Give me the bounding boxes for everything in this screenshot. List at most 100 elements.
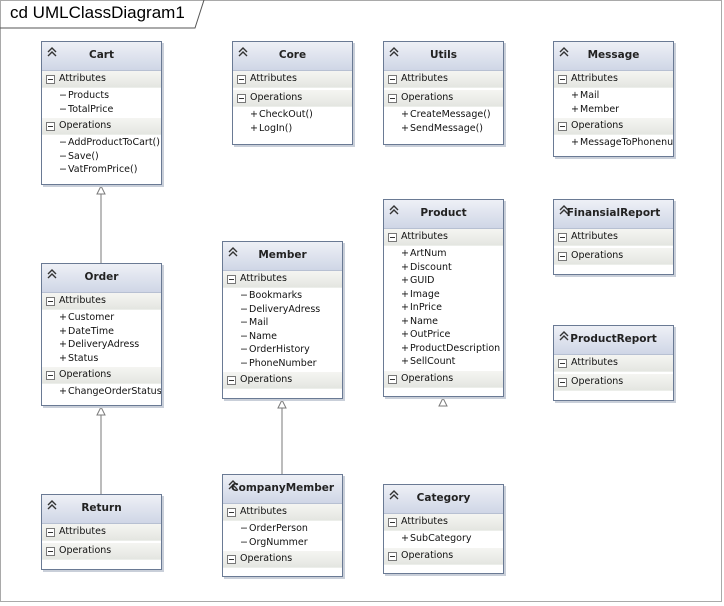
collapse-minus-icon[interactable] (46, 547, 55, 556)
collapse-minus-icon[interactable] (558, 122, 567, 131)
operations-section-header[interactable]: Operations (384, 90, 503, 107)
attribute-item: +SellCount (401, 356, 456, 367)
collapse-minus-icon[interactable] (237, 75, 246, 84)
collapse-chevron-icon[interactable] (388, 489, 400, 501)
collapse-minus-icon[interactable] (227, 275, 236, 284)
return-to-order-arrowhead (96, 405, 106, 416)
class-name: Core (278, 49, 307, 61)
order-to-cart-arrowhead (96, 184, 106, 195)
attributes-section-header[interactable]: Attributes (384, 229, 503, 246)
collapse-minus-icon[interactable] (388, 233, 397, 242)
collapse-minus-icon[interactable] (46, 371, 55, 380)
class-name: Cart (89, 49, 114, 61)
attributes-section-header[interactable]: Attributes (233, 71, 352, 88)
attributes-section-header[interactable]: Attributes (223, 504, 342, 521)
collapse-chevron-icon[interactable] (558, 204, 570, 216)
class-message[interactable]: Message Attributes +Mail +Member Operati… (553, 41, 674, 157)
class-header: Message (554, 42, 673, 71)
collapse-minus-icon[interactable] (388, 518, 397, 527)
attribute-item: −PhoneNumber (240, 357, 317, 369)
operations-section-header[interactable]: Operations (42, 367, 161, 384)
class-return[interactable]: Return Attributes Operations (41, 494, 162, 570)
class-core[interactable]: Core Attributes Operations +CheckOut() +… (232, 41, 353, 145)
operations-section-header[interactable]: Operations (554, 248, 673, 265)
collapse-chevron-icon[interactable] (227, 479, 239, 491)
collapse-chevron-icon[interactable] (388, 46, 400, 58)
attributes-section-header[interactable]: Attributes (384, 514, 503, 531)
collapse-minus-icon[interactable] (227, 508, 236, 517)
class-name: Utils (430, 49, 457, 61)
collapse-chevron-icon[interactable] (46, 46, 58, 58)
operations-section-header[interactable]: Operations (42, 118, 161, 135)
attributes-section-header[interactable]: Attributes (384, 71, 503, 88)
collapse-chevron-icon[interactable] (558, 46, 570, 58)
attribute-item: +Status (59, 352, 99, 364)
class-name: Member (258, 249, 307, 261)
operations-section-header[interactable]: Operations (233, 90, 352, 107)
attributes-section-header[interactable]: Attributes (223, 271, 342, 288)
attribute-item: −Products (59, 90, 110, 101)
operation-item: +SendMessage() (401, 122, 483, 134)
attribute-list: +Customer +DateTime +DeliveryAdress +Sta… (42, 310, 161, 367)
operations-section-header[interactable]: Operations (554, 118, 673, 135)
collapse-minus-icon[interactable] (558, 252, 567, 261)
attribute-item: −DeliveryAdress (240, 303, 321, 315)
class-header: Return (42, 495, 161, 524)
collapse-minus-icon[interactable] (46, 122, 55, 131)
collapse-minus-icon[interactable] (558, 359, 567, 368)
attributes-section-header[interactable]: Attributes (42, 71, 161, 88)
collapse-minus-icon[interactable] (227, 555, 236, 564)
attributes-section-header[interactable]: Attributes (42, 524, 161, 541)
operations-section-header[interactable]: Operations (554, 374, 673, 391)
operations-section-header[interactable]: Operations (384, 547, 503, 565)
operations-section-header[interactable]: Operations (223, 551, 342, 568)
collapse-minus-icon[interactable] (388, 374, 397, 384)
collapse-minus-icon[interactable] (558, 75, 567, 84)
class-name: FinansialReport (566, 207, 661, 219)
attributes-section-header[interactable]: Attributes (554, 355, 673, 372)
class-member[interactable]: Member Attributes −Bookmarks −DeliveryAd… (222, 241, 343, 399)
class-order[interactable]: Order Attributes +Customer +DateTime +De… (41, 263, 162, 406)
collapse-minus-icon[interactable] (227, 376, 236, 385)
operations-section-header[interactable]: Operations (384, 370, 503, 388)
attribute-list: −OrderPerson −OrgNummer (223, 521, 342, 551)
class-header: ProductReport (554, 326, 673, 355)
attributes-section-header[interactable]: Attributes (554, 229, 673, 246)
operations-section-header[interactable]: Operations (223, 372, 342, 389)
class-financial-report[interactable]: FinansialReport Attributes Operations (553, 199, 674, 275)
collapse-minus-icon[interactable] (46, 528, 55, 537)
class-company-member[interactable]: CompanyMember Attributes −OrderPerson −O… (222, 474, 343, 577)
class-utils[interactable]: Utils Attributes Operations +CreateMessa… (383, 41, 504, 145)
attributes-section-header[interactable]: Attributes (42, 293, 161, 310)
attribute-item: −Name (240, 330, 278, 342)
class-product[interactable]: Product Attributes +ArtNum +Discount +GU… (383, 199, 504, 397)
class-name: Return (81, 502, 122, 514)
class-cart[interactable]: Cart Attributes −Products −TotalPrice Op… (41, 41, 162, 185)
collapse-minus-icon[interactable] (388, 94, 397, 103)
collapse-chevron-icon[interactable] (237, 46, 249, 58)
attribute-item: +Member (571, 103, 620, 115)
class-product-report[interactable]: ProductReport Attributes Operations (553, 325, 674, 401)
operation-list: −AddProductToCart() −Save() −VatFromPric… (42, 135, 161, 179)
operations-section-header[interactable]: Operations (42, 543, 161, 560)
class-category[interactable]: Category Attributes +SubCategory Operati… (383, 484, 504, 574)
attribute-item: +Mail (571, 90, 600, 101)
attribute-list: −Bookmarks −DeliveryAdress −Mail −Name −… (223, 288, 342, 372)
collapse-chevron-icon[interactable] (227, 246, 239, 258)
attributes-section-header[interactable]: Attributes (554, 71, 673, 88)
collapse-chevron-icon[interactable] (388, 204, 400, 216)
collapse-minus-icon[interactable] (46, 297, 55, 306)
collapse-minus-icon[interactable] (558, 233, 567, 242)
collapse-minus-icon[interactable] (46, 75, 55, 84)
collapse-chevron-icon[interactable] (46, 499, 58, 511)
collapse-chevron-icon[interactable] (558, 330, 570, 342)
collapse-chevron-icon[interactable] (46, 268, 58, 280)
collapse-minus-icon[interactable] (558, 378, 567, 387)
class-name: Message (587, 49, 640, 61)
operation-list: +MessageToPhonenu... (554, 135, 673, 152)
collapse-minus-icon[interactable] (237, 94, 246, 103)
attribute-list: +SubCategory (384, 531, 503, 548)
collapse-minus-icon[interactable] (388, 551, 397, 561)
collapse-minus-icon[interactable] (388, 75, 397, 84)
